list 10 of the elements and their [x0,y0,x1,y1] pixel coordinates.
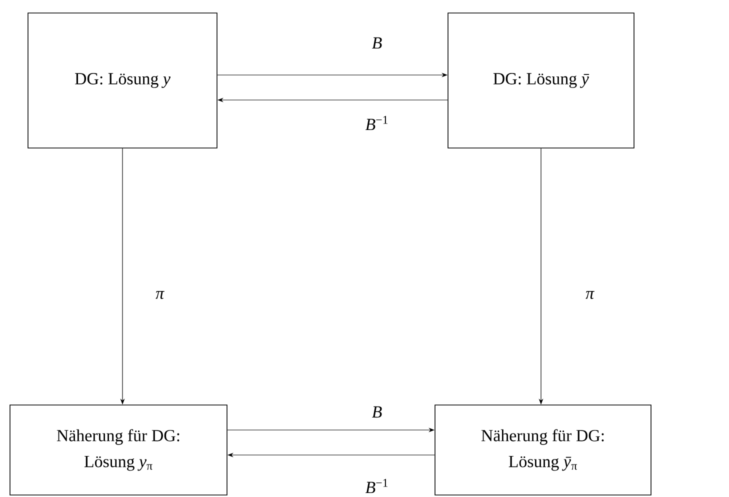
process-box: DG: Lösung ȳ [448,12,634,148]
edge-label: B [372,406,382,418]
process-box: DG: Lösung y [28,12,218,148]
edge-label: B$^{−1}$ [365,116,388,130]
edge-label: π [156,291,164,299]
edge-label: π [586,291,594,299]
process-box: Näherung für DG: Lösung y$_{π}$ [10,404,228,496]
process-box: Näherung für DG: Lösung ȳ$_{π}$ [434,404,652,496]
edge-label: B [372,37,382,49]
edge-label: B$^{−1}$ [365,478,388,494]
